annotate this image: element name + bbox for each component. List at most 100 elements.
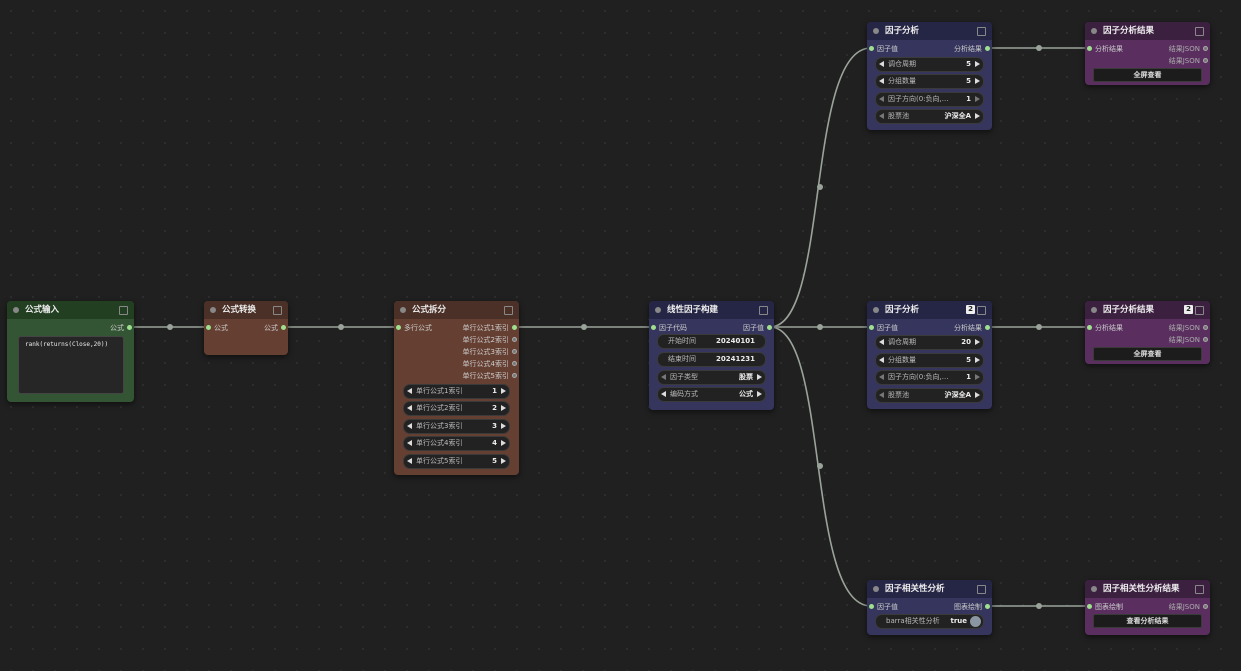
pin-icon[interactable] bbox=[1195, 585, 1204, 594]
node-header[interactable]: 公式拆分 bbox=[394, 301, 519, 319]
prev-arrow-icon[interactable] bbox=[879, 113, 884, 119]
output-socket[interactable] bbox=[1203, 58, 1208, 63]
input-socket[interactable] bbox=[206, 325, 211, 330]
output-socket[interactable] bbox=[1203, 604, 1208, 609]
factor-type-select[interactable]: 因子类型股票 bbox=[657, 370, 766, 385]
node-header[interactable]: 公式输入 bbox=[7, 301, 134, 319]
node-header[interactable]: 公式转换 bbox=[204, 301, 288, 319]
prev-arrow-icon[interactable] bbox=[661, 374, 666, 380]
next-arrow-icon[interactable] bbox=[975, 392, 980, 398]
increment-arrow-icon[interactable] bbox=[501, 440, 506, 446]
input-socket[interactable] bbox=[869, 604, 874, 609]
output-socket[interactable] bbox=[1203, 325, 1208, 330]
collapse-dot-icon[interactable] bbox=[873, 28, 879, 34]
node-analysis-result-2[interactable]: 因子分析结果 2 分析结果 结果JSON 结果JSON 全屏查看 bbox=[1085, 301, 1210, 364]
output-socket[interactable] bbox=[281, 325, 286, 330]
increment-arrow-icon[interactable] bbox=[501, 388, 506, 394]
increment-arrow-icon[interactable] bbox=[975, 96, 980, 102]
output-socket[interactable] bbox=[985, 325, 990, 330]
input-socket[interactable] bbox=[651, 325, 656, 330]
collapse-dot-icon[interactable] bbox=[400, 307, 406, 313]
node-header[interactable]: 线性因子构建 bbox=[649, 301, 774, 319]
input-socket[interactable] bbox=[869, 325, 874, 330]
next-arrow-icon[interactable] bbox=[757, 391, 762, 397]
decrement-arrow-icon[interactable] bbox=[407, 405, 412, 411]
node-formula-convert[interactable]: 公式转换 公式 公式 bbox=[204, 301, 288, 355]
node-header[interactable]: 因子分析 2 bbox=[867, 301, 992, 319]
pin-icon[interactable] bbox=[119, 306, 128, 315]
input-socket[interactable] bbox=[1087, 604, 1092, 609]
encoding-select[interactable]: 编码方式公式 bbox=[657, 387, 766, 402]
output-socket[interactable] bbox=[127, 325, 132, 330]
formula-textarea[interactable]: rank(returns(Close,20)) bbox=[18, 336, 124, 394]
output-socket[interactable] bbox=[512, 337, 517, 342]
pin-icon[interactable] bbox=[977, 585, 986, 594]
next-arrow-icon[interactable] bbox=[757, 374, 762, 380]
collapse-dot-icon[interactable] bbox=[1091, 586, 1097, 592]
increment-arrow-icon[interactable] bbox=[975, 78, 980, 84]
stock-pool-select[interactable]: 股票池沪深全A bbox=[875, 109, 984, 124]
toggle-knob-icon[interactable] bbox=[970, 616, 981, 627]
collapse-dot-icon[interactable] bbox=[210, 307, 216, 313]
pin-icon[interactable] bbox=[1195, 306, 1204, 315]
output-socket[interactable] bbox=[985, 46, 990, 51]
fullscreen-view-button[interactable]: 全屏查看 bbox=[1093, 347, 1202, 361]
decrement-arrow-icon[interactable] bbox=[407, 388, 412, 394]
factor-direction-stepper[interactable]: 因子方向(0:负向,...1 bbox=[875, 92, 984, 107]
collapse-dot-icon[interactable] bbox=[873, 307, 879, 313]
collapse-dot-icon[interactable] bbox=[13, 307, 19, 313]
node-header[interactable]: 因子分析结果 2 bbox=[1085, 301, 1210, 319]
pin-icon[interactable] bbox=[977, 306, 986, 315]
output-socket[interactable] bbox=[985, 604, 990, 609]
output-socket[interactable] bbox=[1203, 337, 1208, 342]
pin-icon[interactable] bbox=[504, 306, 513, 315]
prev-arrow-icon[interactable] bbox=[661, 391, 666, 397]
decrement-arrow-icon[interactable] bbox=[879, 78, 884, 84]
increment-arrow-icon[interactable] bbox=[975, 339, 980, 345]
node-analysis-result-1[interactable]: 因子分析结果 分析结果 结果JSON 结果JSON 全屏查看 bbox=[1085, 22, 1210, 85]
stock-pool-select[interactable]: 股票池沪深全A bbox=[875, 388, 984, 403]
output-socket[interactable] bbox=[1203, 46, 1208, 51]
prev-arrow-icon[interactable] bbox=[879, 392, 884, 398]
input-socket[interactable] bbox=[1087, 325, 1092, 330]
pin-icon[interactable] bbox=[759, 306, 768, 315]
collapse-dot-icon[interactable] bbox=[873, 586, 879, 592]
collapse-dot-icon[interactable] bbox=[1091, 307, 1097, 313]
node-header[interactable]: 因子分析 bbox=[867, 22, 992, 40]
node-header[interactable]: 因子相关性分析 bbox=[867, 580, 992, 598]
decrement-arrow-icon[interactable] bbox=[407, 440, 412, 446]
node-correlation-result[interactable]: 因子相关性分析结果 图表绘制 结果JSON 查看分析结果 bbox=[1085, 580, 1210, 635]
decrement-arrow-icon[interactable] bbox=[407, 458, 412, 464]
increment-arrow-icon[interactable] bbox=[975, 357, 980, 363]
decrement-arrow-icon[interactable] bbox=[879, 61, 884, 67]
node-header[interactable]: 因子分析结果 bbox=[1085, 22, 1210, 40]
view-analysis-result-button[interactable]: 查看分析结果 bbox=[1093, 614, 1202, 628]
decrement-arrow-icon[interactable] bbox=[879, 357, 884, 363]
pin-icon[interactable] bbox=[1195, 27, 1204, 36]
decrement-arrow-icon[interactable] bbox=[879, 96, 884, 102]
factor-direction-stepper[interactable]: 因子方向(0:负向,...1 bbox=[875, 370, 984, 385]
input-socket[interactable] bbox=[869, 46, 874, 51]
node-factor-correlation[interactable]: 因子相关性分析 因子值 图表绘制 barra相关性分析 true bbox=[867, 580, 992, 635]
increment-arrow-icon[interactable] bbox=[501, 458, 506, 464]
fullscreen-view-button[interactable]: 全屏查看 bbox=[1093, 68, 1202, 82]
pin-icon[interactable] bbox=[273, 306, 282, 315]
next-arrow-icon[interactable] bbox=[975, 113, 980, 119]
input-socket[interactable] bbox=[396, 325, 401, 330]
increment-arrow-icon[interactable] bbox=[975, 61, 980, 67]
output-socket[interactable] bbox=[512, 325, 517, 330]
